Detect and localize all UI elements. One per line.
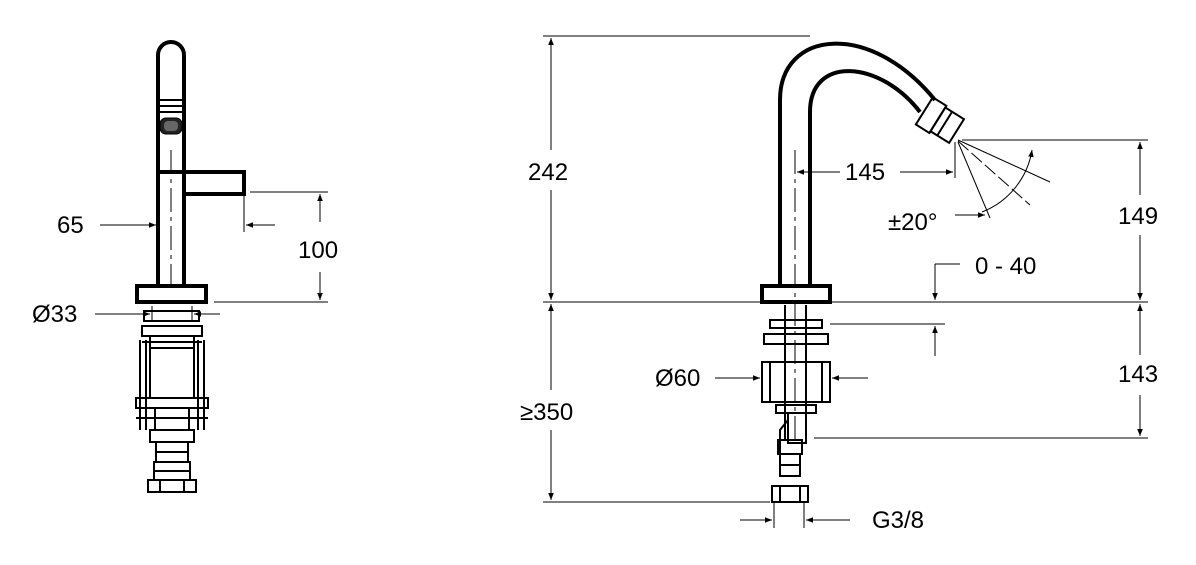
front-base-plate (760, 284, 832, 304)
dim-143: 143 (814, 304, 1158, 439)
dim-149: 149 (830, 139, 1158, 303)
dim-143-label: 143 (1118, 361, 1158, 388)
side-handle-lever (158, 170, 246, 196)
side-view: 65 100 Ø33 (32, 40, 338, 493)
dim-d60: Ø60 (655, 365, 868, 392)
dim-g38: G3/8 (740, 502, 924, 534)
dim-g38-label: G3/8 (872, 507, 924, 534)
front-aerator-head (914, 95, 966, 145)
front-spout-inner (808, 69, 922, 285)
side-spout-body (156, 40, 186, 285)
dim-angle: ±20° (888, 149, 1034, 236)
side-aerator (158, 99, 184, 135)
dim-145: 145 (797, 142, 956, 186)
dim-0-40-label: 0 - 40 (975, 253, 1036, 280)
dim-100: 100 (214, 191, 338, 303)
front-mounting-assembly (761, 305, 831, 503)
dim-145-label: 145 (845, 159, 885, 186)
dim-242: 242 (528, 35, 810, 303)
side-base-plate (135, 284, 208, 304)
dim-0-40: 0 - 40 (830, 253, 1036, 356)
dim-350-label: ≥350 (520, 399, 573, 426)
side-mounting-assembly (135, 310, 209, 493)
dim-242-label: 242 (528, 159, 568, 186)
dim-65-label: 65 (57, 212, 84, 239)
dim-149-label: 149 (1118, 203, 1158, 230)
dim-d60-label: Ø60 (655, 365, 700, 392)
dim-350: ≥350 (520, 304, 770, 503)
dim-d33: Ø33 (32, 301, 220, 328)
front-view: ±20° (520, 35, 1158, 534)
front-water-jet (957, 139, 1051, 219)
dim-d33-label: Ø33 (32, 301, 77, 328)
front-spout-outer (778, 41, 937, 285)
dim-100-label: 100 (298, 237, 338, 264)
dim-angle-label: ±20° (888, 209, 937, 236)
dim-65: 65 (57, 196, 275, 239)
